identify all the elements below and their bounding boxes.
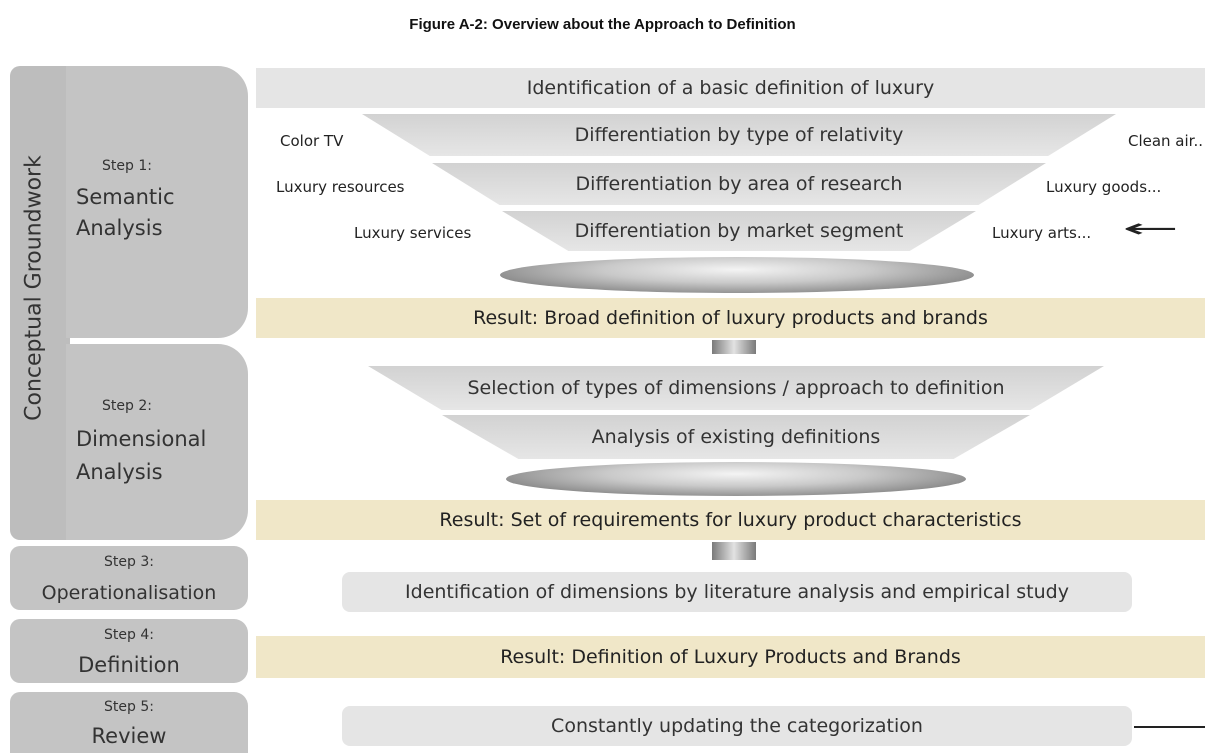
example-luxury-arts: Luxury arts... [992,224,1092,242]
connector-stem-2 [712,542,756,560]
funnel1-text3: Differentiation by market segment [574,220,904,242]
funnel1-band3 [502,211,976,251]
result2-bar: Result: Set of requirements for luxury p… [256,500,1205,540]
step5-tab [10,692,248,753]
funnel2-bowl [506,462,966,496]
review-connector-line [1134,726,1205,728]
example-luxury-services: Luxury services [354,224,472,242]
funnel1-text1: Differentiation by type of relativity [574,124,904,146]
basic-definition-bar: Identification of a basic definition of … [256,68,1205,108]
funnel1-band1 [362,114,1116,156]
example-clean-air: Clean air.. [1127,132,1203,150]
step2-number: Step 2: [102,398,152,414]
step2-name-line2: Analysis [76,460,163,484]
result3-bar: Result: Definition of Luxury Products an… [256,636,1205,678]
funnel2-text1: Selection of types of dimensions / appro… [467,377,1005,399]
funnel2-band1 [368,366,1104,410]
vertical-label-text: Conceptual Groundwork [21,155,47,421]
example-luxury-goods: Luxury goods... [1046,178,1162,196]
connector-stem-1 [712,340,756,354]
step1-number: Step 1: [102,158,152,174]
funnel2-band2 [442,415,1030,459]
step1-name-line1: Semantic [76,185,175,209]
conceptual-groundwork-label: Conceptual Groundwork [6,66,62,510]
step4-tab [10,619,248,683]
left-arrow-icon: ← [1122,214,1179,244]
figure-title: Figure A-2: Overview about the Approach … [409,16,796,33]
step3-number: Step 3: [104,554,154,570]
step5-name: Review [91,724,167,748]
step1-tab [66,66,248,338]
conceptual-groundwork-panel [10,66,70,540]
example-color-tv: Color TV [280,132,344,150]
step3-tab [10,546,248,610]
funnel1-text2: Differentiation by area of research [575,173,903,195]
example-luxury-resources: Luxury resources [276,178,405,196]
result1-bar: Result: Broad definition of luxury produ… [256,298,1205,338]
step4-number: Step 4: [104,627,154,643]
step4-name: Definition [78,653,180,677]
step3-name: Operationalisation [41,582,217,604]
step5-number: Step 5: [104,699,154,715]
review-bar: Constantly updating the categorization [342,706,1132,746]
step2-name-line1: Dimensional [76,427,207,451]
step1-name-line2: Analysis [76,216,163,240]
funnel2-text2: Analysis of existing definitions [591,426,881,448]
funnel1-band2 [432,163,1046,205]
operationalisation-bar: Identification of dimensions by literatu… [342,572,1132,612]
step2-tab [66,344,248,540]
funnel1-bowl [500,257,974,293]
